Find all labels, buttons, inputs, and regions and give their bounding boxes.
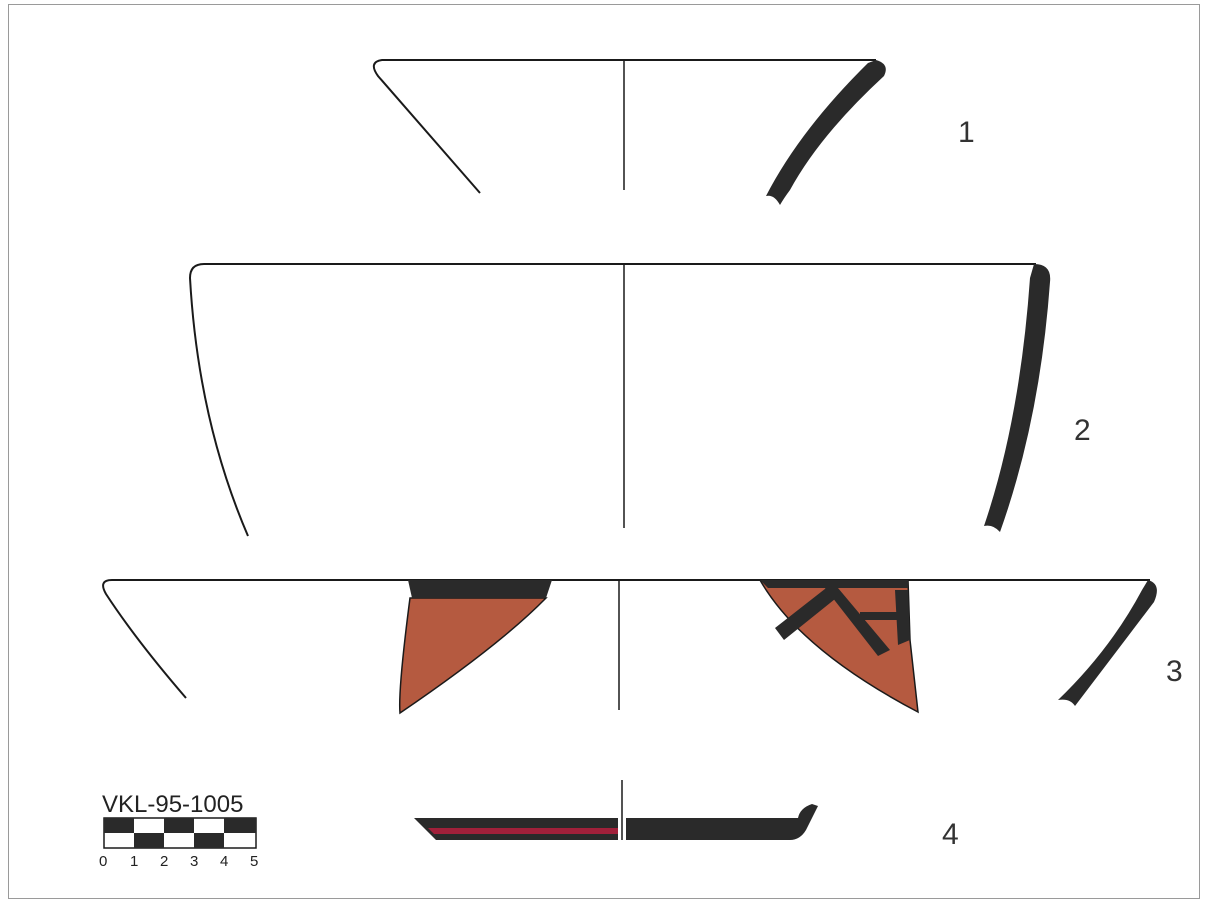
vessel-4-number: 4	[942, 818, 959, 851]
vessel-4-right-section	[626, 804, 818, 840]
scale-tick-3: 3	[190, 853, 198, 870]
vessel-2: 2	[188, 263, 1091, 537]
vessel-3-left-paint-red	[398, 597, 548, 715]
scale-bar	[103, 817, 257, 849]
vessel-4-left-slip	[428, 828, 618, 834]
vessel-3-number: 3	[1166, 655, 1183, 688]
vessel-3-wall-section	[1058, 580, 1157, 706]
vessel-2-wall-section	[984, 264, 1051, 532]
scale-tick-4: 4	[220, 853, 228, 870]
vessel-3: 3	[102, 579, 1183, 715]
scale-legend: VKL-95-1005 0 1 2 3 4 5	[99, 791, 258, 870]
vessel-4: 4	[414, 780, 959, 851]
vessel-1-number: 1	[958, 116, 975, 149]
figure-frame	[8, 4, 1200, 899]
vessel-2-exterior-outline	[188, 263, 1036, 537]
vessel-3-exterior-outline	[102, 579, 1150, 699]
vessel-2-number: 2	[1074, 414, 1091, 447]
vessel-1-wall-section	[766, 60, 886, 205]
scale-tick-0: 0	[99, 853, 107, 870]
vessel-1: 1	[372, 59, 975, 205]
site-label: VKL-95-1005	[102, 791, 243, 818]
vessel-3-left-paint-black-band	[408, 580, 552, 598]
vessel-3-right-paint-black-lines	[760, 580, 910, 656]
vessel-1-exterior-outline	[372, 59, 876, 194]
scale-tick-5: 5	[250, 853, 258, 870]
scale-tick-1: 1	[130, 853, 138, 870]
scale-tick-2: 2	[160, 853, 168, 870]
